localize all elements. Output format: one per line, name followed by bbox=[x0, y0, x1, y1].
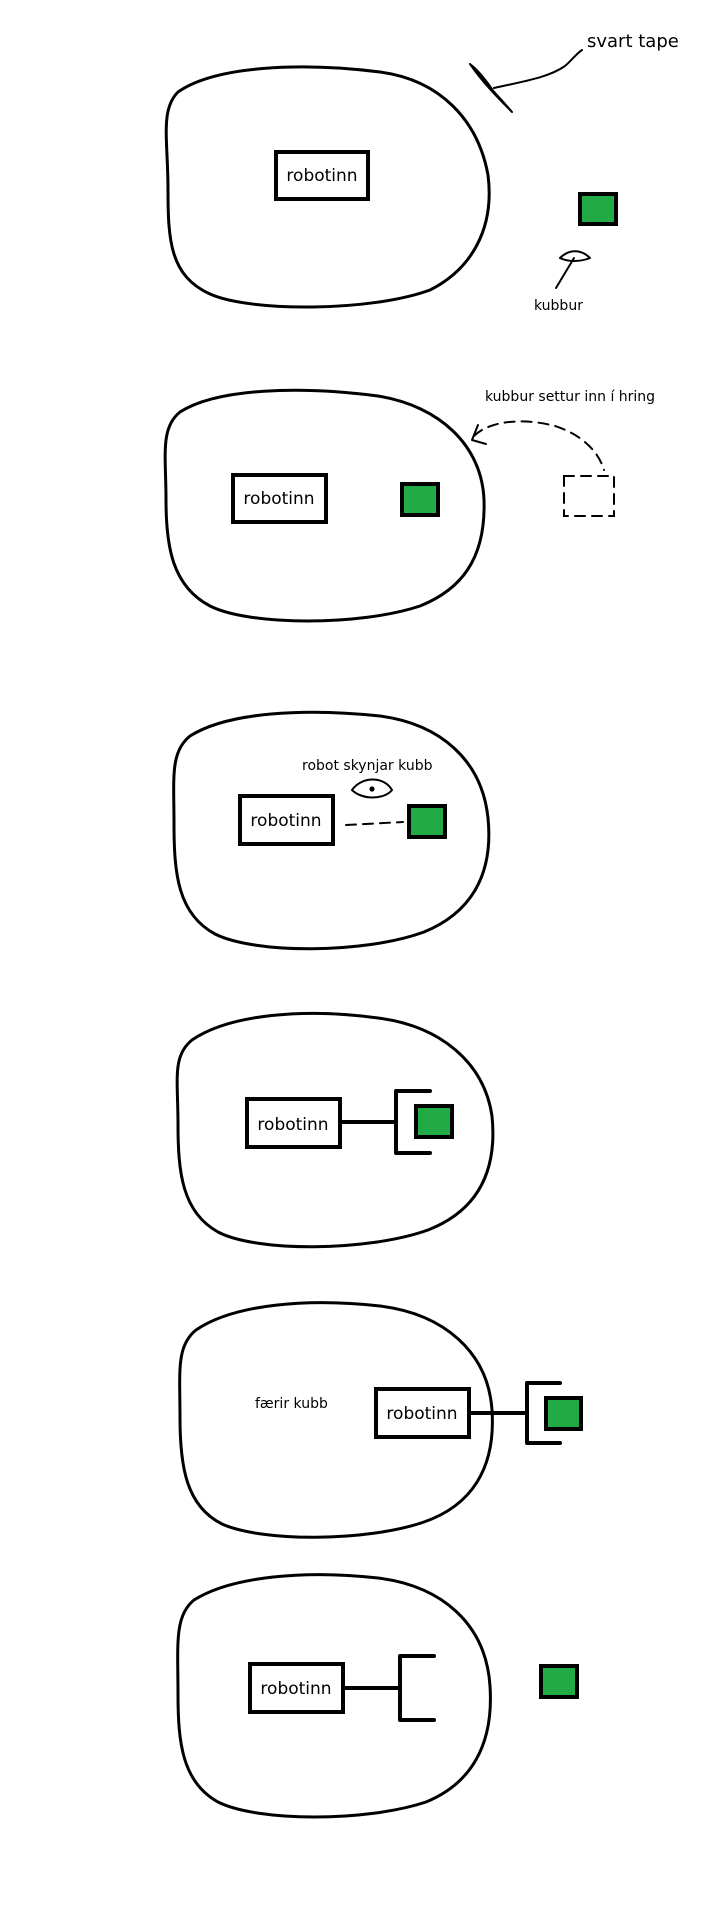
robot-label-panel-5: robotinn bbox=[386, 1404, 457, 1424]
insert-arrow-path bbox=[473, 420, 605, 471]
ring-panel-5 bbox=[178, 1301, 494, 1539]
ring-panel-1 bbox=[164, 65, 491, 309]
ring-panel-4 bbox=[175, 1011, 495, 1249]
cube-inserted-label: kubbur settur inn í hring bbox=[485, 389, 655, 405]
cube-panel-2 bbox=[400, 482, 440, 517]
black-tape-pointer bbox=[493, 49, 583, 89]
robot-box-panel-6 bbox=[248, 1662, 345, 1714]
eye-pupil-icon bbox=[369, 786, 375, 792]
claw-panel-6 bbox=[398, 1654, 436, 1722]
panel-5: robotinn færir kubb bbox=[178, 1301, 583, 1539]
ghost-cube-outline bbox=[563, 475, 615, 517]
ring-panel-3 bbox=[172, 710, 491, 951]
cube-pointer bbox=[555, 257, 575, 289]
robot-label-panel-2: robotinn bbox=[243, 489, 314, 509]
robot-box-panel-1 bbox=[274, 150, 370, 201]
black-tape-label: svart tape bbox=[587, 31, 679, 52]
black-tape-marker bbox=[469, 63, 513, 113]
panel-1: robotinn svart tape kubbur bbox=[164, 31, 679, 314]
sight-line bbox=[345, 821, 404, 826]
cube-panel-4 bbox=[414, 1104, 454, 1139]
insert-arrow-head bbox=[471, 424, 487, 445]
ring-panel-2 bbox=[163, 388, 486, 623]
panel-4: robotinn bbox=[175, 1011, 495, 1249]
robot-label-panel-6: robotinn bbox=[260, 1679, 331, 1699]
robot-sees-cube-label: robot skynjar kubb bbox=[302, 758, 433, 774]
robot-label-panel-3: robotinn bbox=[250, 811, 321, 831]
cube-panel-3 bbox=[407, 804, 447, 839]
panel-6: robotinn bbox=[176, 1573, 579, 1819]
cube-panel-5 bbox=[544, 1396, 583, 1431]
panel-3: robotinn robot skynjar kubb bbox=[172, 710, 491, 951]
robot-box-panel-3 bbox=[238, 794, 335, 846]
cube-panel-1 bbox=[578, 192, 618, 226]
robot-label-panel-1: robotinn bbox=[286, 166, 357, 186]
cube-marker bbox=[559, 250, 591, 262]
cube-label: kubbur bbox=[534, 298, 583, 314]
robot-label-panel-4: robotinn bbox=[257, 1115, 328, 1135]
cube-panel-6 bbox=[539, 1664, 579, 1699]
eye-icon bbox=[351, 778, 393, 799]
ring-panel-6 bbox=[176, 1573, 492, 1819]
claw-panel-4 bbox=[394, 1089, 432, 1155]
robot-box-panel-2 bbox=[231, 473, 328, 524]
moves-cube-label: færir kubb bbox=[255, 1396, 328, 1412]
panel-2: robotinn kubbur settur inn í hring bbox=[163, 388, 655, 623]
claw-panel-5 bbox=[525, 1381, 562, 1445]
